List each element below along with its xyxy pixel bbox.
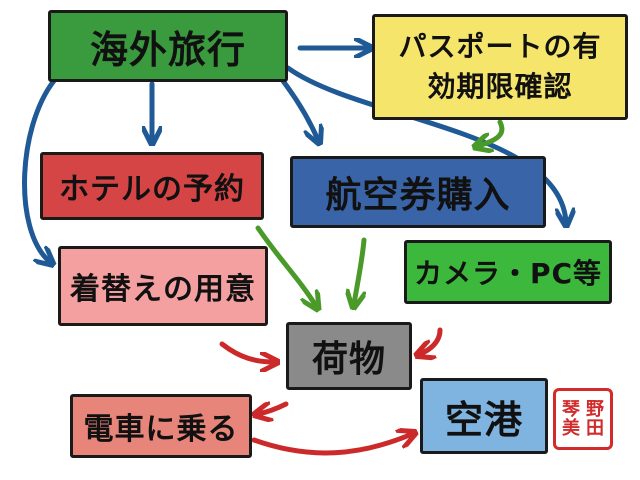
node-ticket-label: 航空券購入 <box>325 175 511 216</box>
node-luggage-label: 荷物 <box>311 339 386 380</box>
node-hotel-label: ホテルの予約 <box>59 172 245 207</box>
node-trip-label: 海外旅行 <box>89 27 246 72</box>
node-airport: 空港 <box>420 378 548 454</box>
node-camera-label: カメラ・PC等 <box>413 257 603 290</box>
arrow-clothes-to-luggage <box>219 341 274 362</box>
node-trip: 海外旅行 <box>48 10 288 82</box>
node-ticket: 航空券購入 <box>290 156 546 228</box>
node-passport: パスポートの有効期限確認 <box>372 14 628 120</box>
node-airport-label: 空港 <box>444 397 523 442</box>
arrow-ticket-to-luggage <box>354 237 367 304</box>
node-passport-label: パスポートの有効期限確認 <box>398 30 602 103</box>
arrow-luggage-to-train <box>258 404 289 414</box>
node-train: 電車に乗る <box>70 394 252 458</box>
node-clothes: 着替えの用意 <box>58 246 268 326</box>
node-luggage: 荷物 <box>286 322 412 390</box>
node-camera: カメラ・PC等 <box>404 240 612 304</box>
arrow-passport-to-ticket <box>478 119 505 146</box>
node-hotel: ホテルの予約 <box>40 152 264 220</box>
node-train-label: 電車に乗る <box>83 412 239 447</box>
arrow-train-to-airport <box>251 434 412 456</box>
node-clothes-label: 着替えの用意 <box>70 272 256 307</box>
signature-seal-icon: 野田 琴美 <box>553 388 613 450</box>
arrow-camera-to-luggage <box>420 327 443 354</box>
